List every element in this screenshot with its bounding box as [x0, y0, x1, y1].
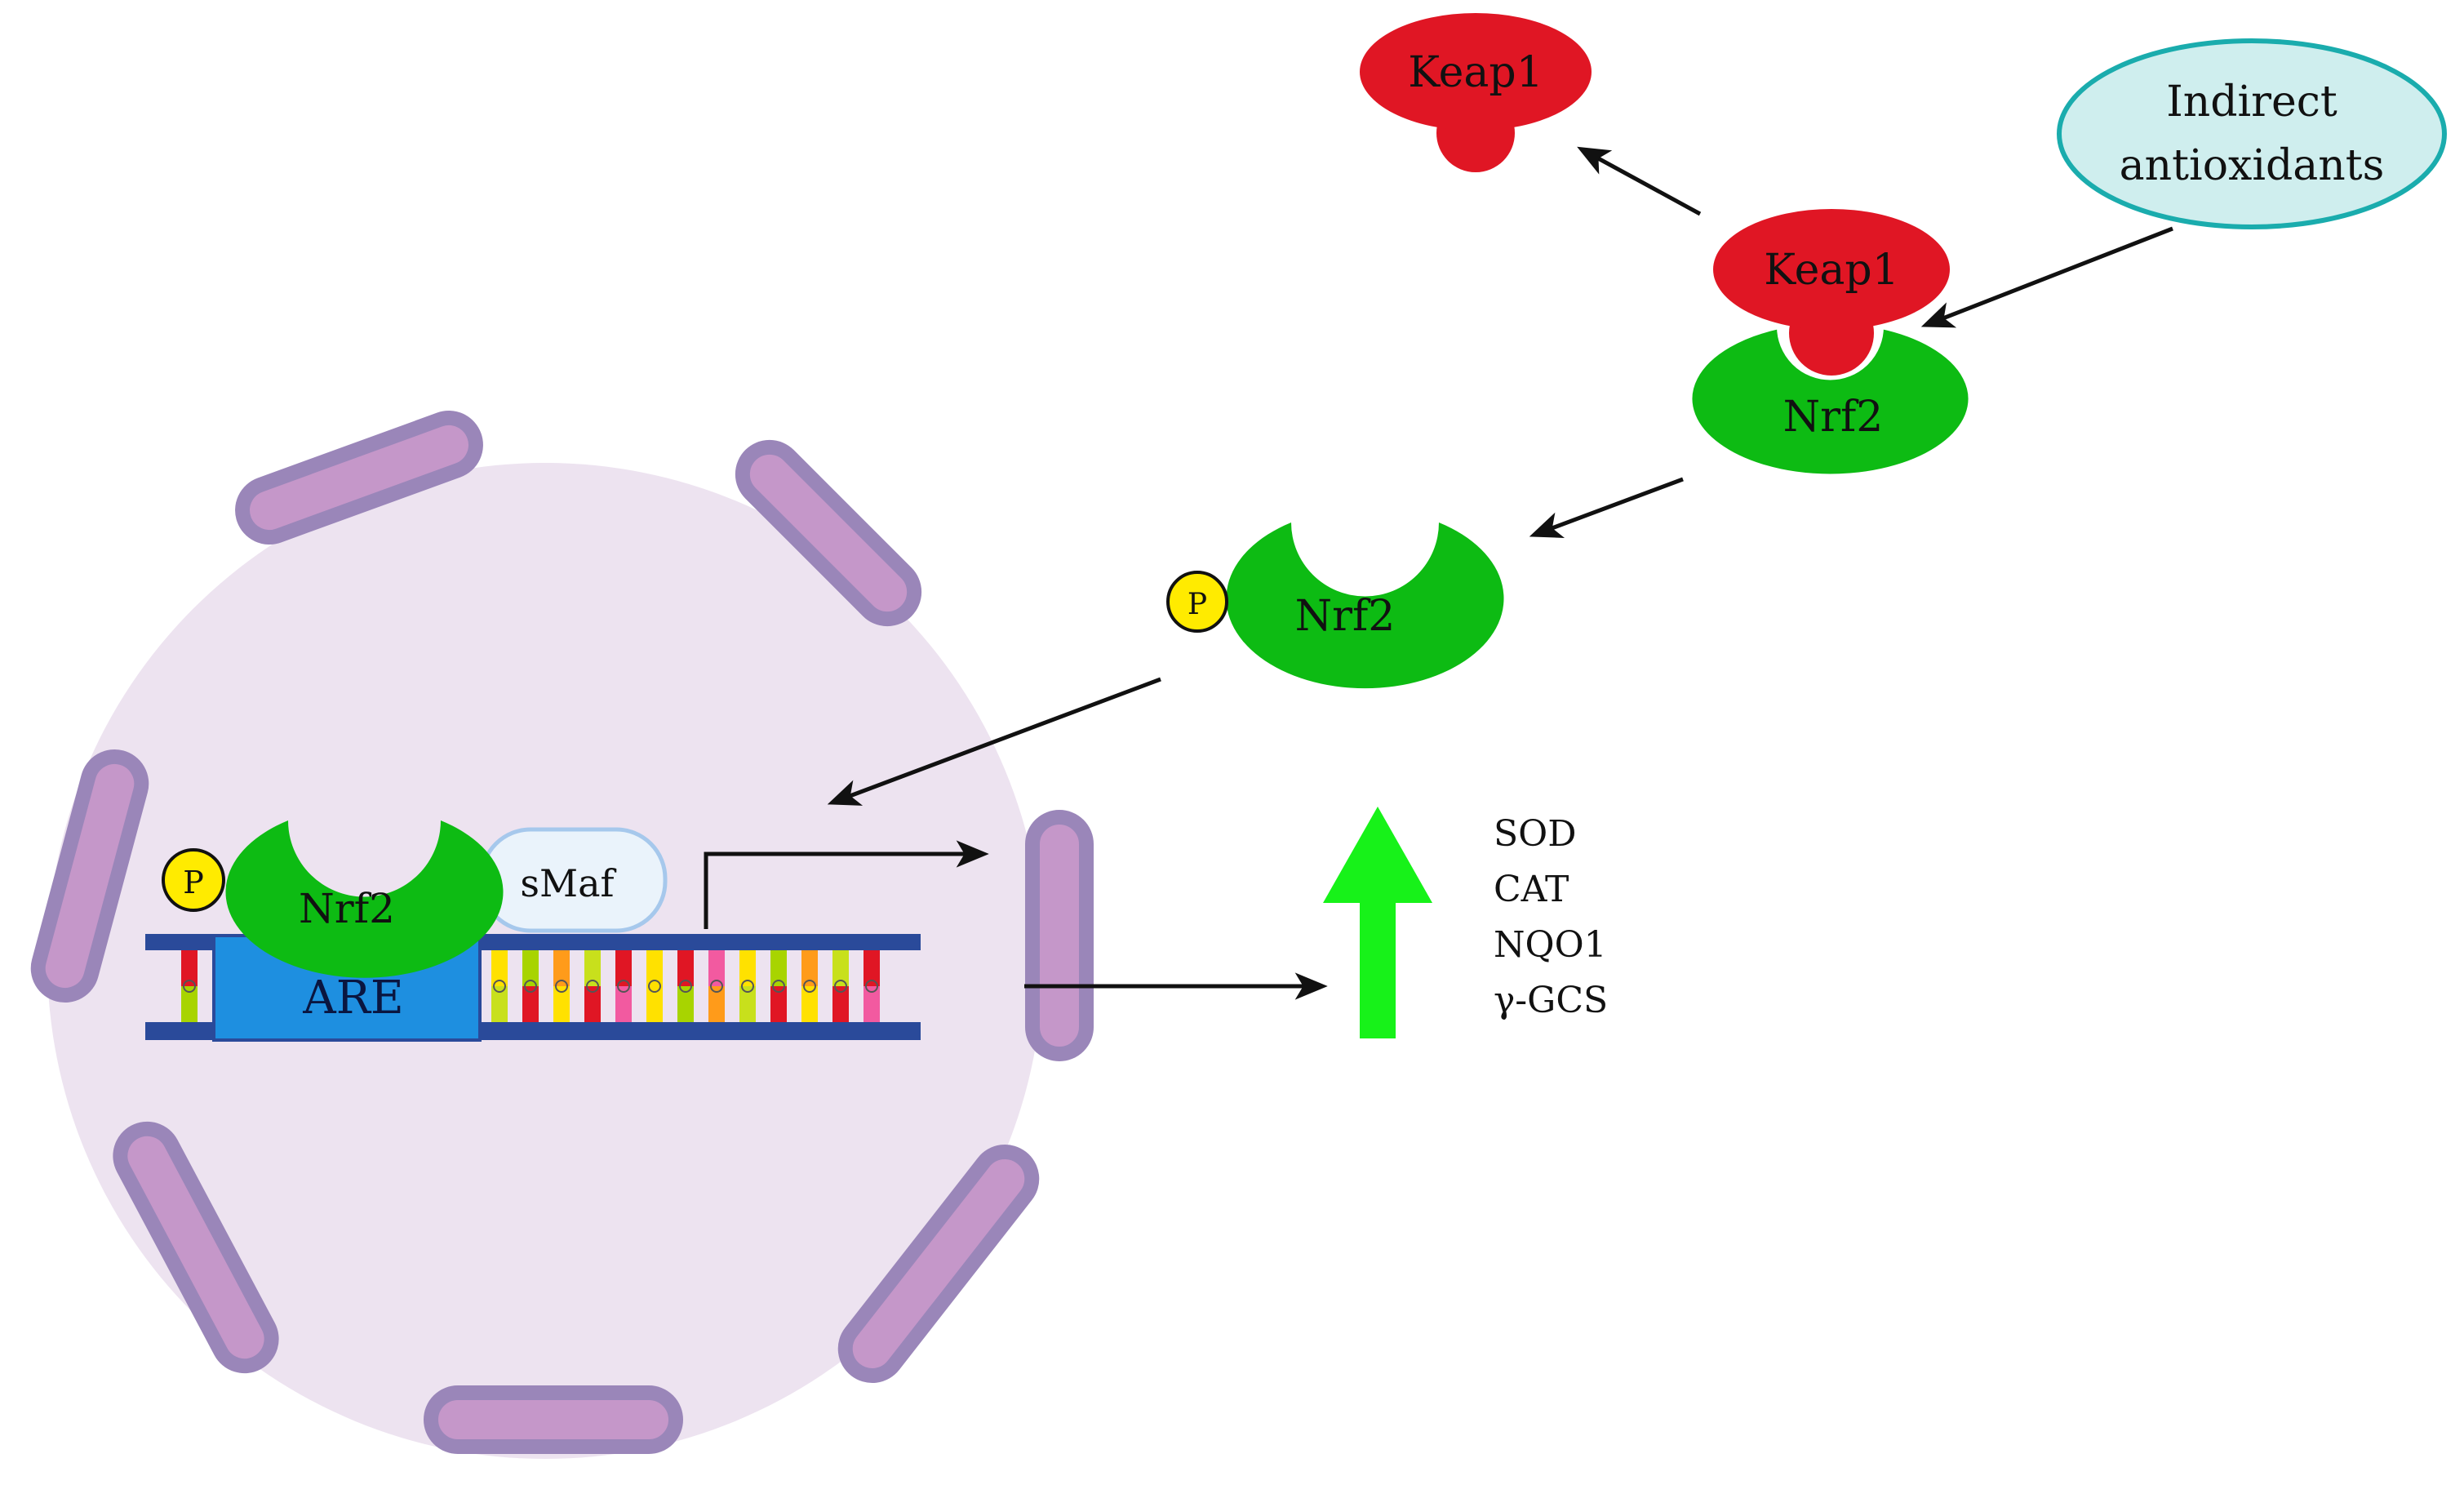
- base-top: [864, 950, 880, 986]
- base-bottom: [677, 986, 694, 1022]
- base-bond: [803, 980, 816, 993]
- nrf2-dissociation-arrow: [1529, 477, 1684, 538]
- nrf2-nucleus: Nrf2: [225, 820, 504, 978]
- upregulation-arrow: [1323, 807, 1432, 1038]
- base-bond: [555, 980, 568, 993]
- base-top: [615, 950, 632, 986]
- gene-list: SOD CAT NQO1 γ-GCS: [1494, 813, 1608, 1021]
- are-label: ARE: [302, 971, 403, 1025]
- base-bottom: [708, 986, 725, 1022]
- base-bond: [772, 980, 785, 993]
- base-top: [584, 950, 601, 986]
- base-bond: [834, 980, 847, 993]
- gene-gcs: γ-GCS: [1494, 980, 1608, 1021]
- base-bottom: [522, 986, 539, 1022]
- indirect-antioxidants: Indirect antioxidants: [2057, 38, 2447, 229]
- transcription-arrow: [704, 840, 989, 929]
- keap1-free: Keap1: [1360, 13, 1592, 172]
- base-top: [832, 950, 849, 986]
- nrf2-nucleus-label: Nrf2: [299, 885, 395, 932]
- keap1-nrf2-complex: Nrf2 Keap1: [1687, 209, 1973, 479]
- base-bottom: [584, 986, 601, 1022]
- base-bond: [648, 980, 661, 993]
- base-bond: [710, 980, 723, 993]
- base-bond: [741, 980, 754, 993]
- base-bottom: [553, 986, 570, 1022]
- indirect-label-line2: antioxidants: [2120, 141, 2385, 190]
- indirect-label-line1: Indirect: [2166, 78, 2337, 127]
- nrf2-bound-label: Nrf2: [1783, 393, 1884, 442]
- gene-nqo1: NQO1: [1494, 924, 1607, 966]
- base-top: [553, 950, 570, 986]
- phospho-top-label: P: [1188, 588, 1207, 621]
- gene-cat: CAT: [1494, 869, 1569, 910]
- base-top: [491, 950, 508, 986]
- base-bond: [493, 980, 506, 993]
- base-bottom: [864, 986, 880, 1022]
- gene-sod: SOD: [1494, 813, 1577, 855]
- nucleus: [30, 410, 1094, 1459]
- base-top: [770, 950, 787, 986]
- antioxidant-action-arrow: [1920, 226, 2173, 328]
- base-bond: [679, 980, 692, 993]
- base-top: [677, 950, 694, 986]
- base-bond: [183, 980, 196, 993]
- base-top: [646, 950, 663, 986]
- smaf-label: sMaf: [520, 861, 616, 905]
- base-bottom: [491, 986, 508, 1022]
- keap1-bound-label: Keap1: [1764, 246, 1899, 295]
- keap1-free-label: Keap1: [1408, 48, 1543, 97]
- base-top: [801, 950, 818, 986]
- base-bottom: [770, 986, 787, 1022]
- base-top: [522, 950, 539, 986]
- base-bottom: [832, 986, 849, 1022]
- nuclear-envelope: [30, 410, 1094, 1454]
- nrf2-phosphorylated: Nrf2: [1226, 522, 1504, 689]
- base-top: [708, 950, 725, 986]
- base-bottom: [801, 986, 818, 1022]
- base-bond: [586, 980, 599, 993]
- nuclear-translocation-arrow: [827, 677, 1161, 806]
- base-top: [181, 950, 198, 986]
- base-bond: [865, 980, 878, 993]
- smaf-protein: sMaf: [479, 827, 668, 933]
- base-bond: [617, 980, 630, 993]
- phospho-group-top: P: [1166, 571, 1228, 633]
- base-bottom: [615, 986, 632, 1022]
- phospho-nucleus-label: P: [183, 865, 204, 900]
- nrf2-phospho-label: Nrf2: [1295, 592, 1396, 641]
- base-bottom: [181, 986, 198, 1022]
- base-bottom: [739, 986, 756, 1022]
- base-bottom: [646, 986, 663, 1022]
- keap1-release-arrow: [1577, 146, 1702, 216]
- base-bond: [524, 980, 537, 993]
- phospho-group-nucleus: P: [162, 848, 225, 912]
- base-top: [739, 950, 756, 986]
